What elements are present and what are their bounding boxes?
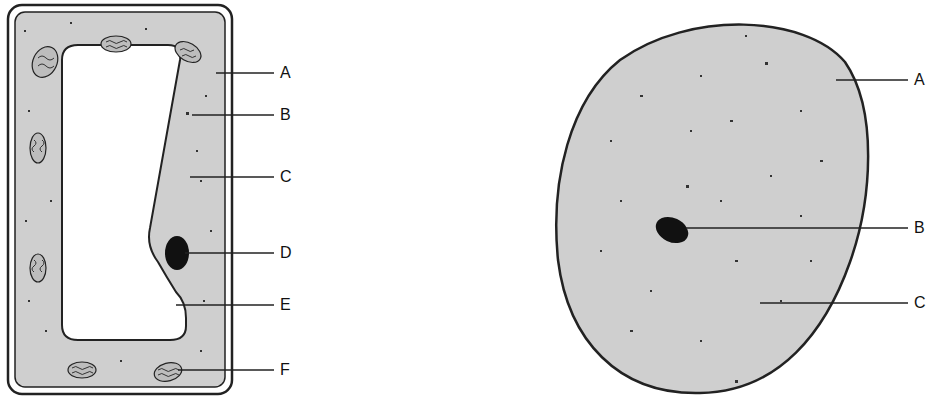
part-label: A: [280, 63, 291, 83]
cytoplasm-granules: [24, 22, 212, 362]
animal-cell-membrane: [556, 25, 868, 393]
chloroplast-grana: [32, 41, 196, 377]
vacuole: [62, 45, 186, 340]
part-label: C: [280, 167, 292, 187]
part-label: A: [914, 70, 925, 90]
part-label: C: [914, 293, 926, 313]
cytoplasm: [15, 12, 225, 387]
animal-nucleus: [652, 212, 693, 248]
leader-lines: [176, 73, 908, 370]
part-label: F: [280, 360, 290, 380]
part-label: B: [280, 105, 291, 125]
animal-granules: [600, 35, 823, 383]
part-label: B: [914, 218, 925, 238]
part-label: D: [280, 243, 292, 263]
cell-wall: [8, 5, 232, 394]
part-label: E: [280, 295, 291, 315]
chloroplasts: [27, 36, 204, 384]
